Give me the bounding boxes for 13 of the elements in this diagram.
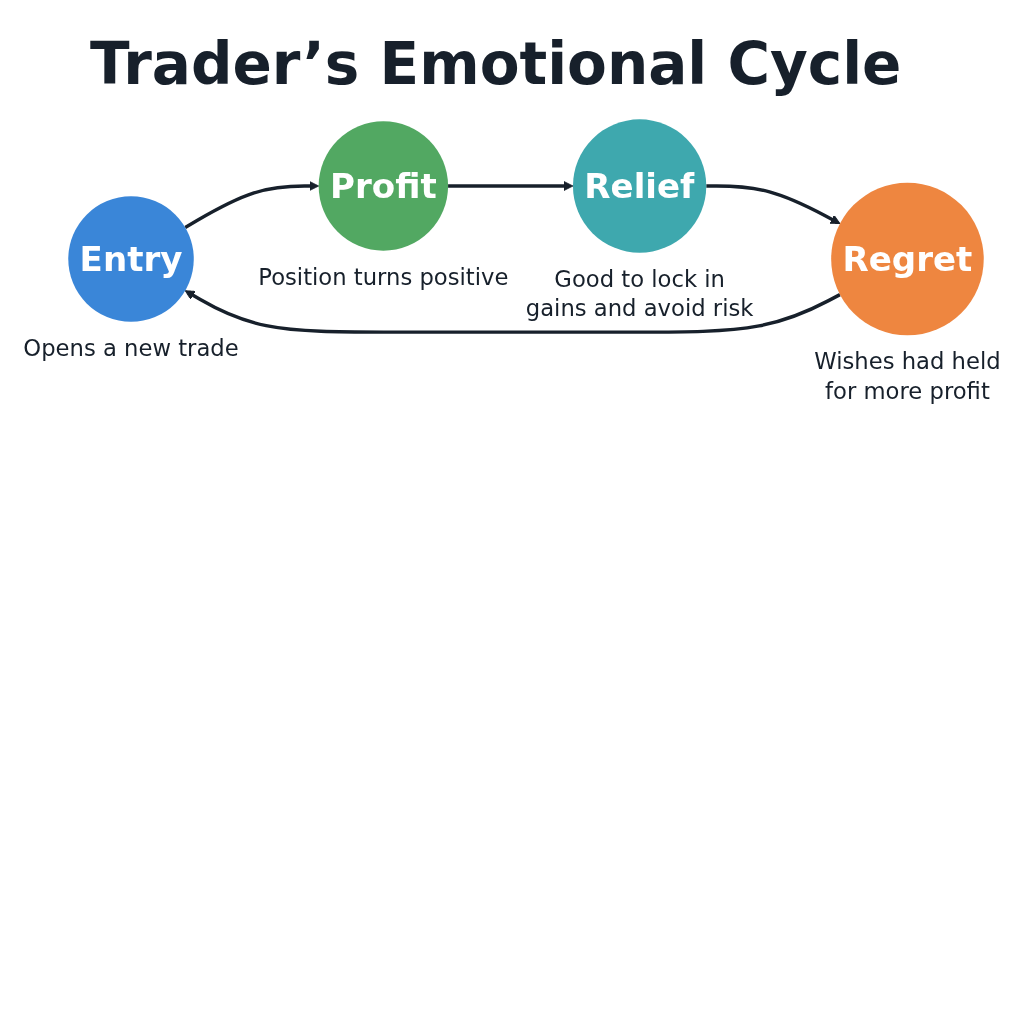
arrow	[184, 290, 841, 334]
arrow	[706, 184, 841, 224]
node-circle: Profit	[318, 121, 449, 251]
node-caption: Wishes had held for more profit	[814, 348, 1001, 404]
node-caption: Good to lock in gains and avoid risk	[525, 265, 754, 322]
node-circle: Regret	[831, 182, 984, 336]
node-caption: Position turns positive	[258, 263, 509, 290]
node-circle: Relief	[572, 119, 707, 253]
title: Trader’s Emotional Cycle	[90, 30, 903, 98]
arrow	[448, 181, 574, 191]
node-circle: Entry	[68, 196, 194, 322]
arrow	[184, 181, 320, 229]
node-caption: Opens a new trade	[23, 334, 239, 361]
